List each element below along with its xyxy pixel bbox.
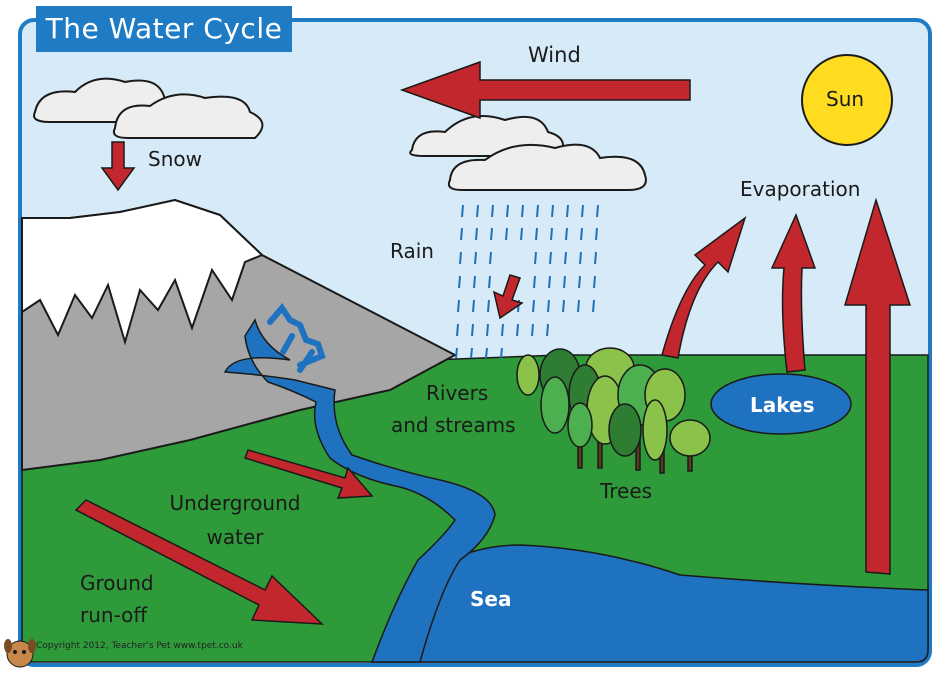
rain-cloud bbox=[409, 115, 647, 191]
river-tributaries bbox=[267, 303, 326, 373]
trees-label: Trees bbox=[600, 479, 653, 503]
snow-cloud bbox=[33, 77, 264, 139]
sun-label: Sun bbox=[826, 87, 865, 111]
trees bbox=[516, 347, 711, 474]
evaporation-arrow-lakes bbox=[770, 213, 817, 373]
river bbox=[223, 318, 496, 663]
wind-arrow bbox=[399, 60, 691, 120]
runoff-label-line2: run-off bbox=[80, 603, 148, 627]
rain-label: Rain bbox=[390, 239, 434, 263]
snow-arrow bbox=[100, 141, 136, 192]
snow-label: Snow bbox=[148, 147, 202, 171]
wind-label: Wind bbox=[528, 43, 581, 67]
runoff-label-line1: Ground bbox=[80, 571, 154, 595]
copyright-text: Copyright 2012, Teacher's Pet www.tpet.c… bbox=[36, 641, 243, 651]
underground-label-line1: Underground bbox=[169, 491, 301, 515]
sea-label: Sea bbox=[470, 587, 512, 611]
rivers-label-line1: Rivers bbox=[426, 381, 489, 405]
rivers-label-line2: and streams bbox=[391, 413, 516, 437]
evaporation-arrow-trees bbox=[661, 216, 747, 359]
rain-drops bbox=[455, 204, 599, 359]
evaporation-label: Evaporation bbox=[740, 177, 861, 201]
rain-arrow bbox=[492, 274, 524, 320]
page-title: The Water Cycle bbox=[36, 6, 292, 52]
evaporation-arrow-sea bbox=[843, 197, 912, 575]
lakes-label: Lakes bbox=[750, 393, 815, 417]
ground-runoff-arrow bbox=[74, 499, 324, 625]
teachers-pet-logo bbox=[4, 639, 36, 668]
lake bbox=[710, 373, 852, 435]
sun bbox=[801, 54, 893, 146]
underground-water-arrow bbox=[244, 449, 374, 499]
underground-label-line2: water bbox=[206, 525, 264, 549]
snow-cap bbox=[21, 198, 264, 346]
